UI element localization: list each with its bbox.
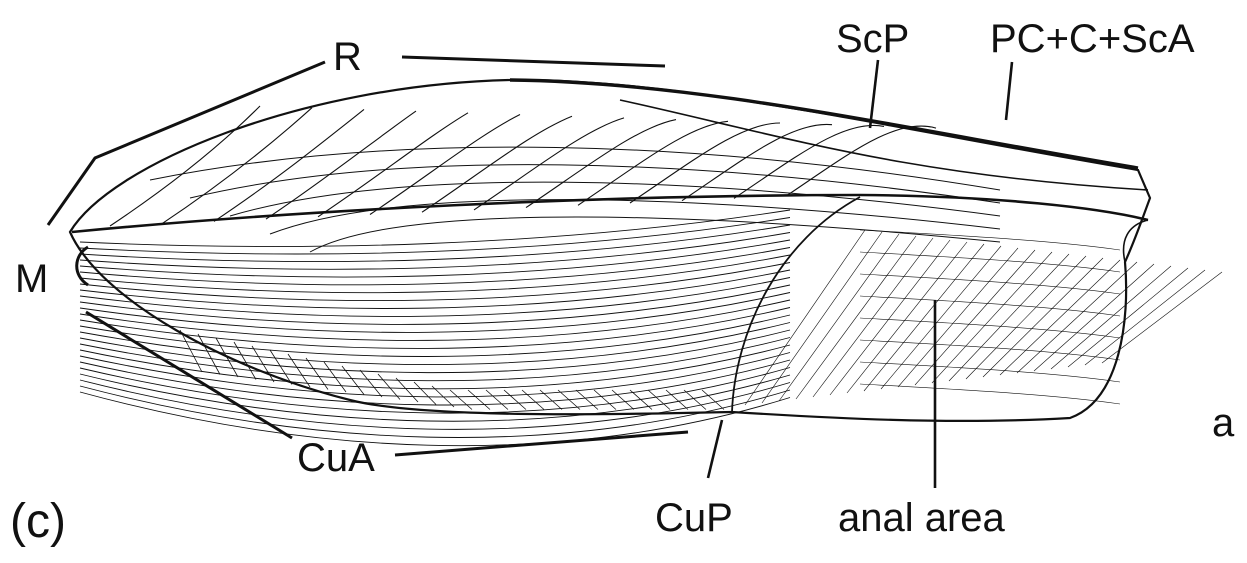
- cup-leader: [708, 420, 722, 478]
- anal-fold: [732, 197, 860, 412]
- vein-line: [860, 384, 1120, 404]
- vein-line: [80, 285, 790, 324]
- vein-line: [80, 263, 790, 301]
- vein-line: [504, 390, 526, 410]
- vein-line: [966, 256, 1086, 379]
- vein-line: [830, 240, 950, 395]
- vein-line: [949, 254, 1069, 381]
- vein-line: [983, 258, 1103, 377]
- vein-line: [486, 390, 508, 410]
- r-bracket-left: [48, 62, 325, 225]
- vein-line: [1102, 272, 1222, 363]
- vein-line: [1085, 270, 1205, 365]
- vein-line: [734, 125, 884, 198]
- vein-line: [682, 124, 832, 200]
- vein-line: [864, 244, 984, 391]
- vein-line: [779, 234, 899, 401]
- label-pc-c-sca: PC+C+ScA: [990, 17, 1195, 61]
- vein-line: [860, 274, 1120, 294]
- vein-line: [80, 210, 790, 247]
- vein-line: [898, 248, 1018, 387]
- vein-line: [745, 230, 865, 405]
- vein-line: [270, 200, 1000, 234]
- scp-leader: [870, 60, 878, 128]
- vein-line: [190, 165, 1000, 203]
- vein-line: [881, 246, 1001, 389]
- vein-line: [198, 334, 220, 375]
- vein-line: [1034, 264, 1154, 371]
- corner-mark: a: [1212, 401, 1235, 445]
- vein-line: [80, 345, 790, 389]
- r-bracket-line: [402, 57, 665, 66]
- vein-line: [80, 293, 790, 333]
- label-m: M: [15, 257, 48, 301]
- vein-line: [474, 118, 624, 210]
- label-r: R: [333, 35, 362, 79]
- label-anal-area: anal area: [838, 496, 1006, 540]
- vein-line: [860, 252, 1120, 272]
- vein-line: [80, 233, 790, 270]
- vein-line: [468, 390, 490, 410]
- venation-lines: [80, 106, 1222, 446]
- m-bracket-line: [86, 312, 292, 438]
- vein-line: [578, 121, 728, 205]
- vein-line: [150, 147, 1000, 190]
- vein-line: [813, 238, 933, 397]
- label-cup: CuP: [655, 496, 733, 540]
- vein-line: [594, 390, 616, 410]
- vein-line: [1068, 268, 1188, 367]
- vein-line: [648, 390, 670, 410]
- vein-line: [80, 255, 790, 293]
- vein-line: [796, 236, 916, 399]
- vein-line: [860, 362, 1120, 382]
- vein-line: [526, 120, 676, 208]
- vein-line: [915, 250, 1035, 385]
- vein-line: [1051, 266, 1171, 369]
- label-scp: ScP: [836, 17, 909, 61]
- panel-label: (c): [10, 495, 66, 548]
- cua-leader: [395, 432, 688, 455]
- scp-vein: [620, 100, 1148, 190]
- vein-line: [932, 252, 1052, 383]
- vein-line: [847, 242, 967, 393]
- vein-line: [666, 390, 688, 410]
- label-cua: CuA: [297, 436, 375, 480]
- vein-line: [80, 360, 790, 405]
- vein-line: [422, 116, 572, 212]
- vein-line: [522, 390, 544, 410]
- vein-line: [630, 390, 652, 410]
- pc-c-sca-leader: [1006, 62, 1012, 120]
- vein-line: [80, 300, 790, 340]
- vein-line: [310, 217, 1000, 252]
- vein-line: [558, 390, 580, 410]
- vein-line: [786, 126, 936, 196]
- vein-line: [1017, 262, 1137, 373]
